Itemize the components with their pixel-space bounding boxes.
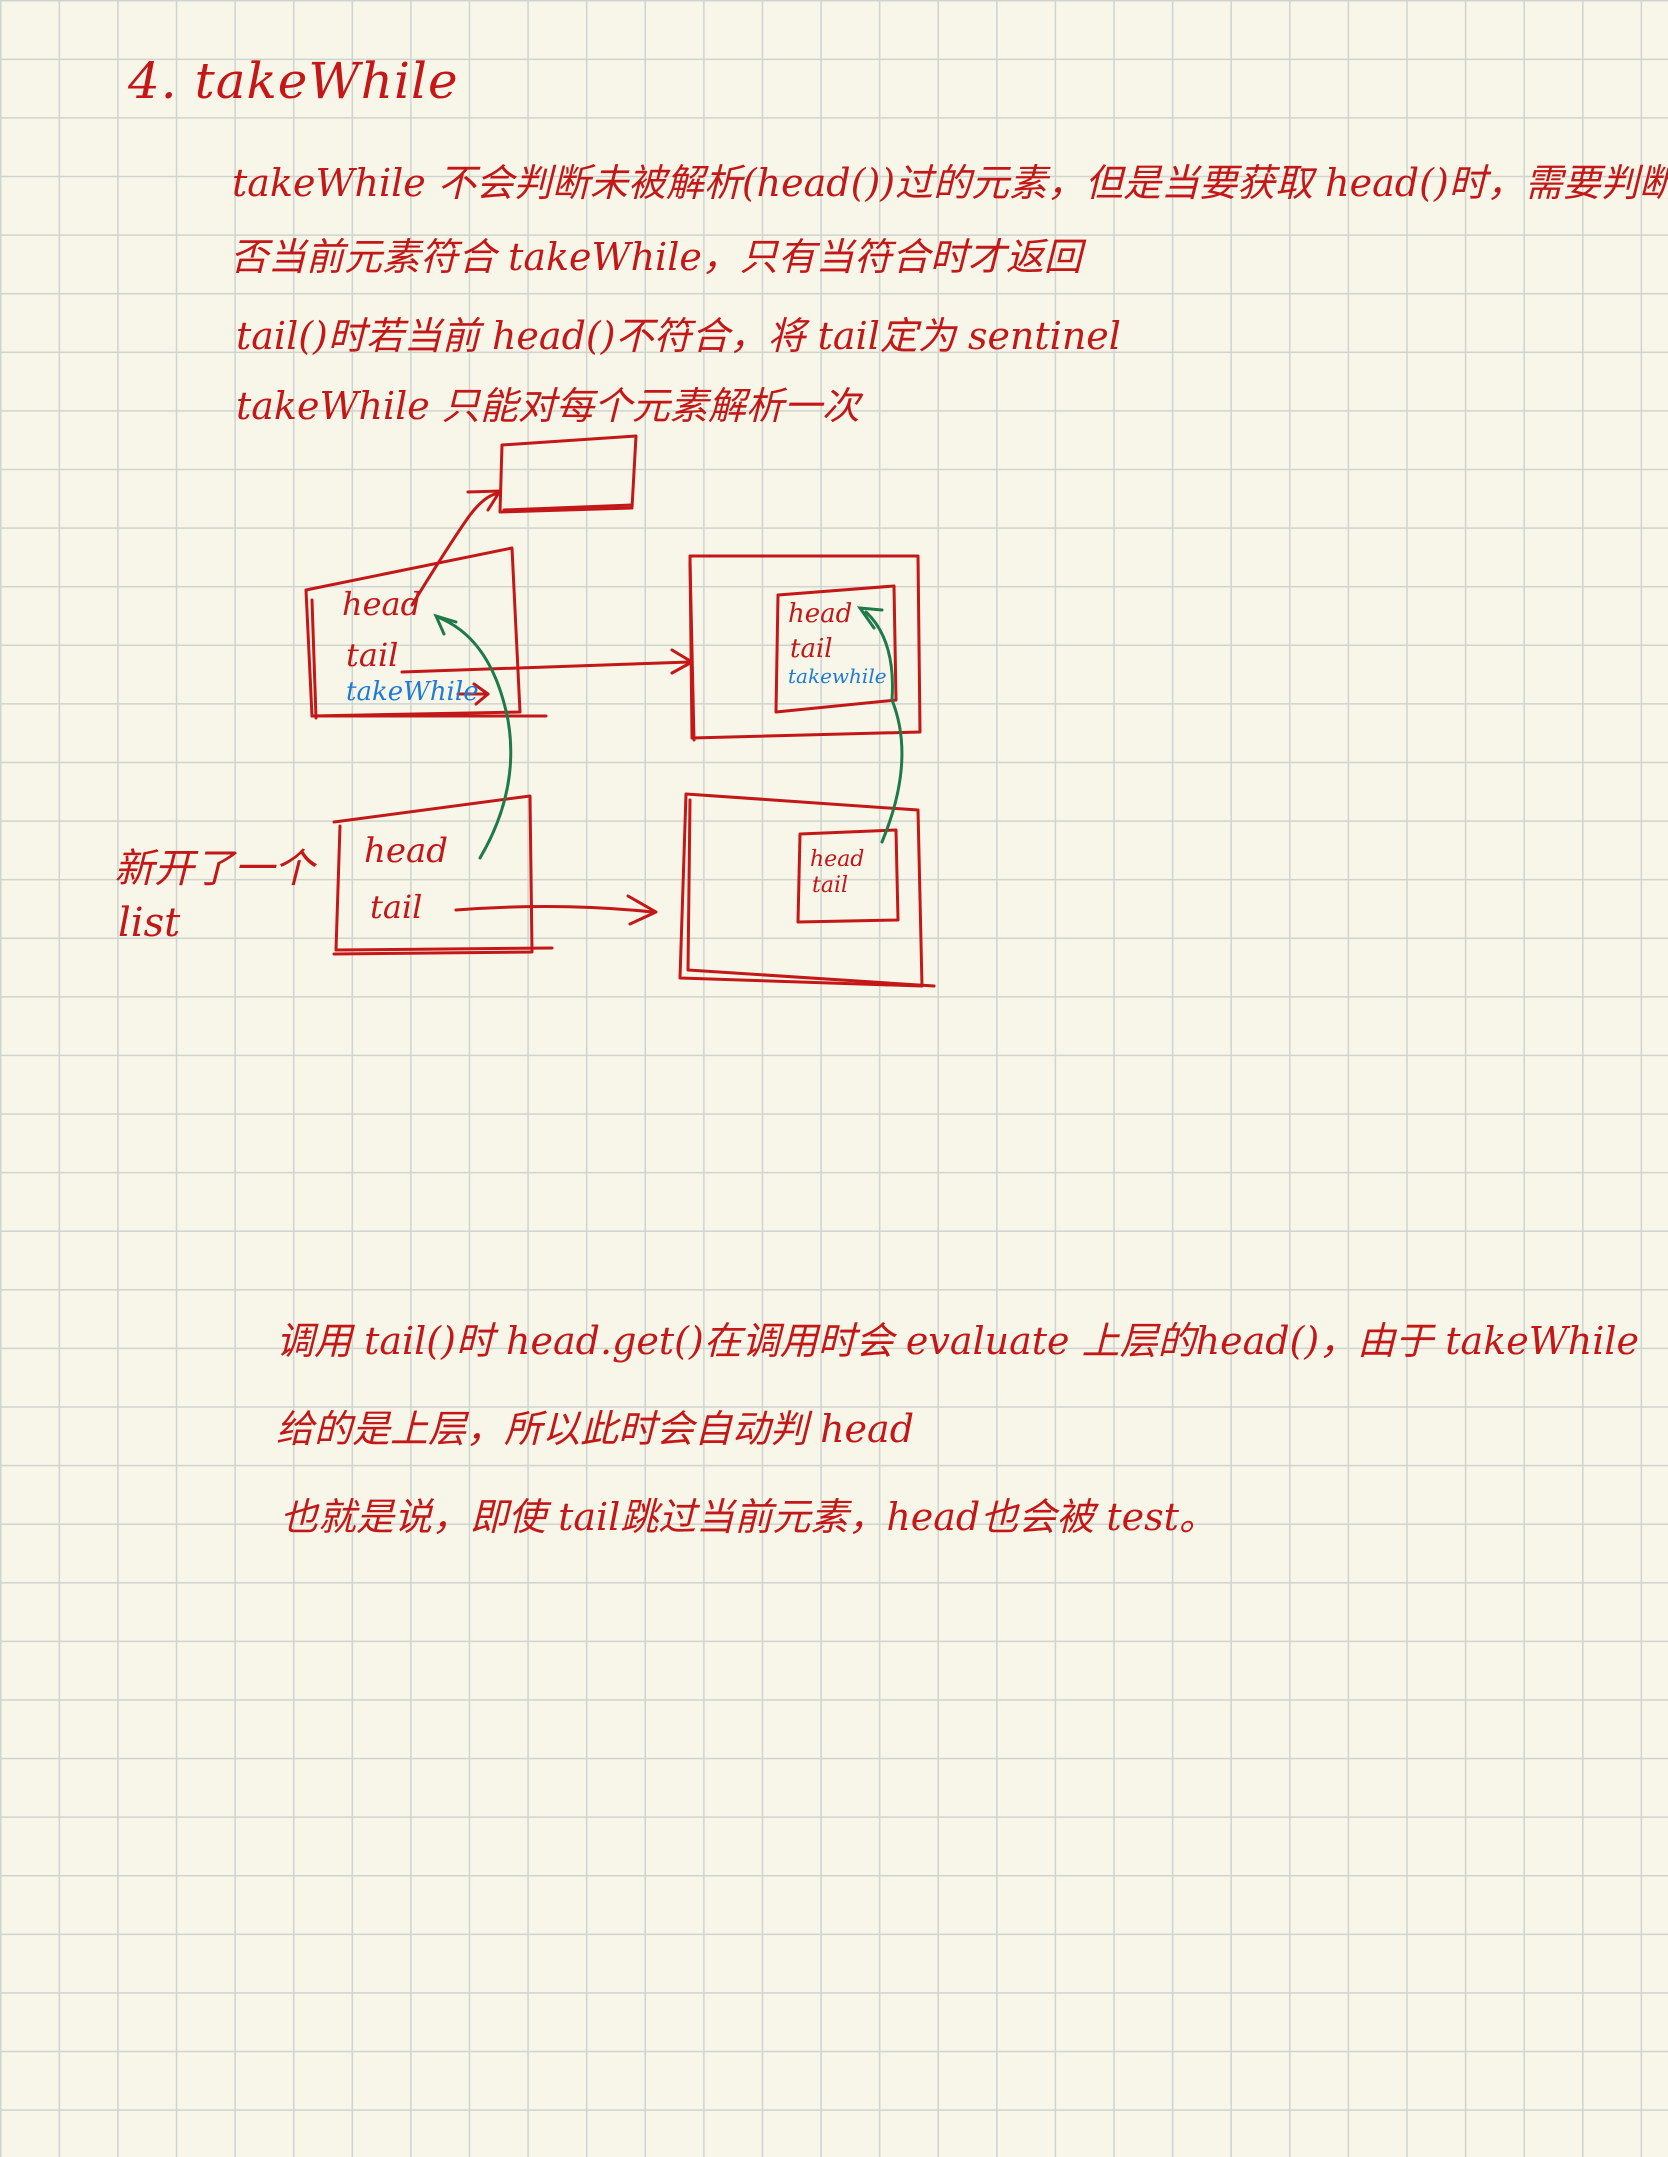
page-heading: 4. takeWhile [128, 52, 459, 110]
side-note-line-2: list [118, 900, 181, 946]
right-top-inner-box [774, 584, 898, 714]
note-line-2: 否当前元素符合 takeWhile，只有当符合时才返回 [230, 235, 1082, 279]
right-bottom-head-label: head [810, 847, 864, 872]
target-box [498, 434, 638, 514]
head-to-box-arrow [410, 491, 502, 607]
note-line-4: takeWhile 只能对每个元素解析一次 [236, 384, 860, 428]
side-note-line-1: 新开了一个 [114, 846, 314, 892]
left-top-head-label: head [342, 585, 421, 623]
right-bottom-inner-box [796, 828, 900, 924]
note-line-3: tail()时若当前 head()不符合，将 tail定为 sentinel [236, 314, 1121, 358]
bottom-note-line-1: 调用 tail()时 head.get()在调用时会 evaluate 上层的h… [276, 1319, 1640, 1363]
bottom-note-line-3: 也就是说，即使 tail跳过当前元素，head也会被 test。 [280, 1495, 1217, 1539]
left-top-takewhile-label: takeWhile [346, 677, 479, 707]
note-line-1: takeWhile 不会判断未被解析(head())过的元素，但是当要获取 he… [232, 161, 1668, 205]
tail-to-right-box-arrow [400, 660, 692, 674]
left-bottom-tail-label: tail [370, 888, 422, 926]
bottom-note-line-2: 给的是上层，所以此时会自动判 head [276, 1407, 915, 1451]
left-top-box [304, 546, 522, 718]
right-bottom-tail-label: tail [812, 873, 848, 898]
green-arrow-left [438, 616, 513, 860]
left-bottom-head-label: head [364, 831, 448, 871]
left-top-tail-label: tail [346, 636, 398, 674]
right-top-takewhile-label: takewhile [788, 664, 887, 688]
right-top-head-label: head [788, 599, 852, 629]
left-bottom-box [332, 794, 534, 956]
bottom-tail-arrow [454, 904, 654, 914]
right-bottom-outer-box [678, 792, 924, 988]
green-arrow-right [864, 610, 904, 844]
right-top-tail-label: tail [790, 634, 833, 664]
